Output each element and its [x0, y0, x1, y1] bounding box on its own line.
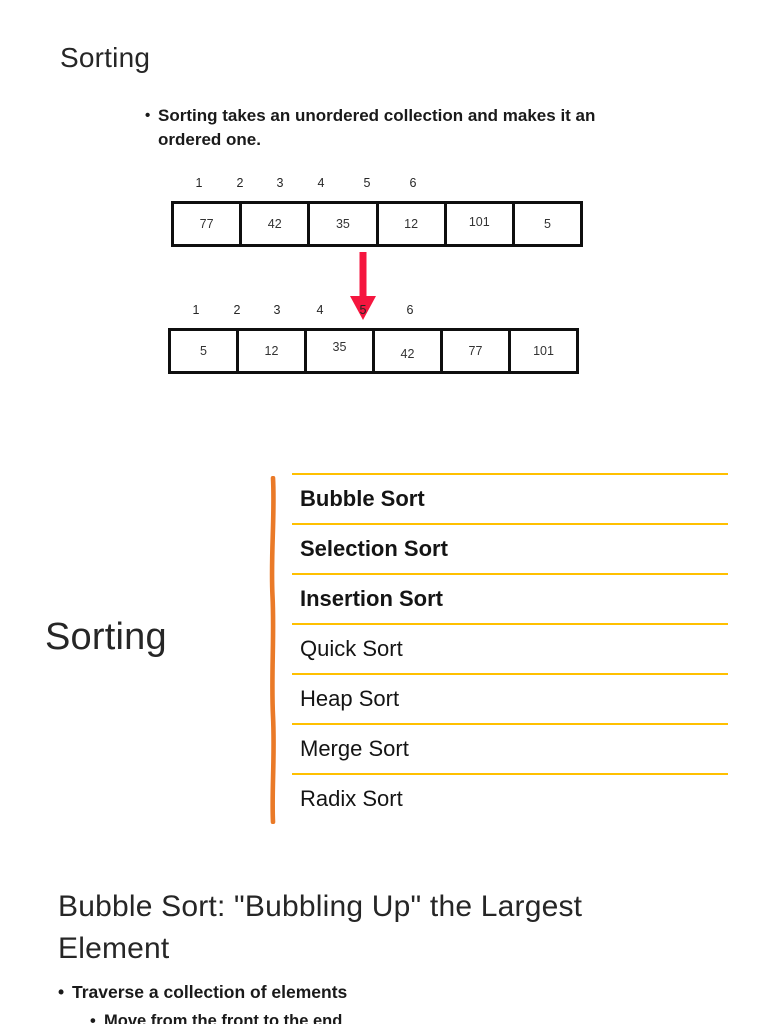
- slide3-bullet2-text: Move from the front to the end: [104, 1012, 343, 1024]
- down-arrow-icon: [350, 252, 376, 320]
- sorting-algorithms-list: Bubble Sort Selection Sort Insertion Sor…: [292, 473, 728, 823]
- index-label: 6: [406, 303, 414, 317]
- index-label: 6: [409, 176, 417, 190]
- index-label: 5: [363, 176, 371, 190]
- array-cell: 42: [242, 204, 311, 244]
- slide1-bullet: • Sorting takes an unordered collection …: [145, 104, 623, 152]
- slide2-title: Sorting: [45, 616, 167, 658]
- slide1-title: Sorting: [60, 42, 151, 73]
- array-cell: 5: [543, 217, 551, 231]
- slide3-bullet-level1: • Traverse a collection of elements: [58, 982, 347, 1003]
- array-cell: 12: [379, 204, 447, 244]
- index-label: 3: [276, 176, 284, 190]
- list-item: Insertion Sort: [292, 573, 728, 623]
- array-cell: 77: [443, 331, 511, 371]
- list-item: Selection Sort: [292, 523, 728, 573]
- index-label: 2: [236, 176, 244, 190]
- array-cell: 35: [307, 331, 375, 371]
- bullet-icon: •: [145, 107, 151, 124]
- list-item: Merge Sort: [292, 723, 728, 773]
- list-item: Radix Sort: [292, 773, 728, 823]
- slide3-bullet-level2: • Move from the front to the end: [90, 1012, 342, 1024]
- index-label: 1: [192, 303, 200, 317]
- unsorted-array: 77 42 35 12 101 5: [171, 201, 583, 247]
- slide3-bullet1-text: Traverse a collection of elements: [72, 982, 348, 1002]
- index-label: 2: [233, 303, 241, 317]
- index-label: 5: [359, 303, 367, 317]
- array-cell: 101: [447, 204, 515, 244]
- array-cell: 101: [533, 344, 554, 358]
- array-cell: 12: [239, 331, 307, 371]
- bullet-icon: •: [58, 982, 65, 1002]
- orange-vertical-rule: [269, 476, 276, 824]
- sorted-array: 5 12 35 42 77 101: [168, 328, 579, 374]
- index-label: 4: [316, 303, 324, 317]
- list-item: Heap Sort: [292, 673, 728, 723]
- array-cell: 35: [310, 204, 379, 244]
- slide1-bullet-text: Sorting takes an unordered collection an…: [158, 106, 596, 149]
- index-label: 4: [317, 176, 325, 190]
- bullet-icon: •: [90, 1012, 96, 1024]
- array-cell: 77: [174, 204, 243, 244]
- array-cell: 42: [375, 331, 443, 371]
- list-item: Quick Sort: [292, 623, 728, 673]
- list-item: Bubble Sort: [292, 473, 728, 523]
- slide3-title: Bubble Sort: "Bubbling Up" the Largest E…: [58, 890, 583, 965]
- array-cell: 5: [171, 331, 239, 371]
- index-label: 3: [273, 303, 281, 317]
- index-label: 1: [195, 176, 203, 190]
